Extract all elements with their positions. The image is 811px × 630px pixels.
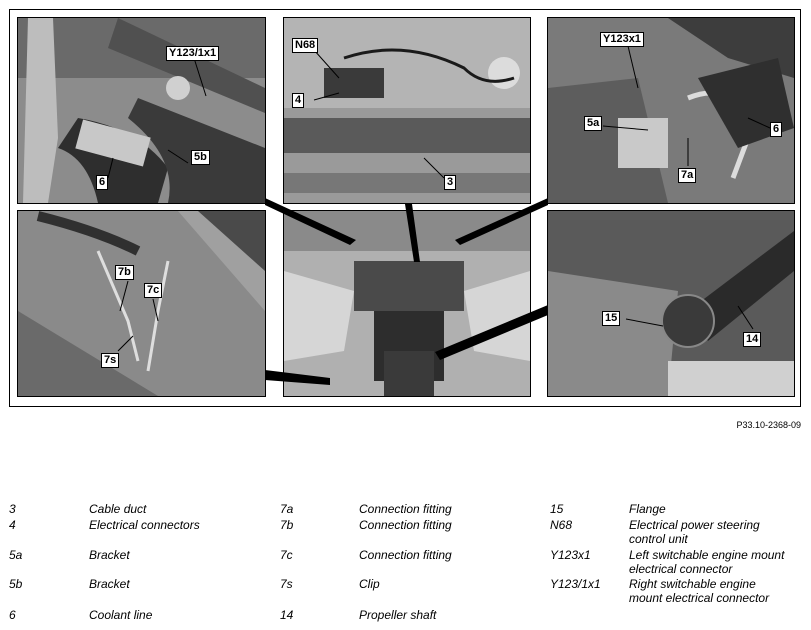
callout-7c: 7c xyxy=(144,283,163,298)
legend-code: 15 xyxy=(550,502,564,516)
legend-desc: electrical connector xyxy=(629,562,733,576)
photo-right-engine-mount: Y123/1x1 5b 6 xyxy=(17,17,266,204)
legend-desc: Bracket xyxy=(89,548,130,562)
callout-15: 15 xyxy=(602,311,621,326)
legend-desc: Connection fitting xyxy=(359,518,452,532)
callout-14: 14 xyxy=(743,332,762,347)
legend-desc: Left switchable engine mount xyxy=(629,548,785,562)
callout-7b: 7b xyxy=(115,265,134,280)
legend-desc: Coolant line xyxy=(89,608,153,622)
legend-code: 6 xyxy=(9,608,16,622)
legend-code: 7b xyxy=(280,518,294,532)
legend-desc: Flange xyxy=(629,502,666,516)
legend-desc: Electrical power steering xyxy=(629,518,760,532)
photo-propeller-shaft: 15 14 xyxy=(547,210,795,397)
callout-y123-1x1: Y123/1x1 xyxy=(166,46,220,61)
legend-code: N68 xyxy=(550,518,573,532)
legend-desc: mount electrical connector xyxy=(629,591,770,605)
callout-7s: 7s xyxy=(101,353,120,368)
callout-4: 4 xyxy=(292,93,305,108)
photo-power-steering: N68 4 3 xyxy=(283,17,531,204)
legend-code: 4 xyxy=(9,518,16,532)
photo-underbody-overview xyxy=(283,210,531,397)
legend-code: 7a xyxy=(280,502,294,516)
figure-reference: P33.10-2368-09 xyxy=(736,420,801,430)
callout-5b: 5b xyxy=(191,150,210,165)
callout-n68: N68 xyxy=(292,38,319,53)
legend: 3 Cable duct 4 Electrical connectors 5a … xyxy=(0,500,811,630)
callout-7a: 7a xyxy=(678,168,697,183)
legend-code: Y123x1 xyxy=(550,548,591,562)
legend-desc: Clip xyxy=(359,577,380,591)
legend-desc: Electrical connectors xyxy=(89,518,200,532)
legend-code: 5b xyxy=(9,577,23,591)
legend-code: 5a xyxy=(9,548,23,562)
legend-desc: Propeller shaft xyxy=(359,608,437,622)
legend-code: Y123/1x1 xyxy=(550,577,601,591)
callout-y123x1: Y123x1 xyxy=(600,32,644,47)
legend-code: 14 xyxy=(280,608,294,622)
legend-code: 7c xyxy=(280,548,293,562)
legend-desc: Right switchable engine xyxy=(629,577,756,591)
callout-6: 6 xyxy=(770,122,783,137)
callout-3: 3 xyxy=(444,175,457,190)
callout-5a: 5a xyxy=(584,116,603,131)
photo-left-engine-mount: Y123x1 5a 6 7a xyxy=(547,17,795,204)
legend-desc: Bracket xyxy=(89,577,130,591)
photo-coolant-fittings: 7b 7c 7s xyxy=(17,210,266,397)
callout-6: 6 xyxy=(96,175,109,190)
legend-code: 7s xyxy=(280,577,293,591)
legend-desc: control unit xyxy=(629,532,688,546)
legend-desc: Connection fitting xyxy=(359,502,452,516)
legend-desc: Connection fitting xyxy=(359,548,452,562)
legend-code: 3 xyxy=(9,502,16,516)
legend-desc: Cable duct xyxy=(89,502,147,516)
